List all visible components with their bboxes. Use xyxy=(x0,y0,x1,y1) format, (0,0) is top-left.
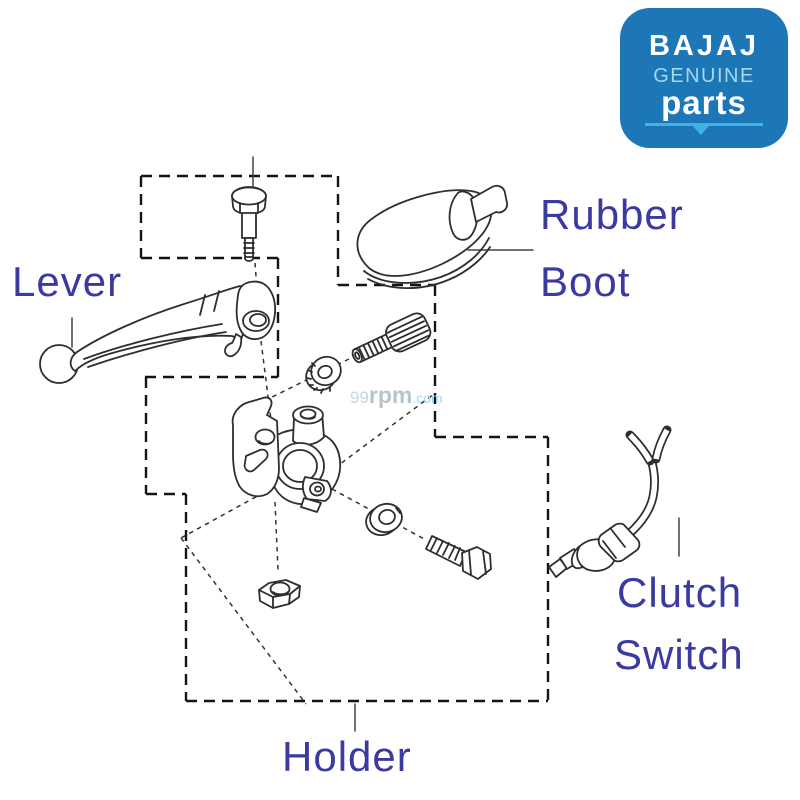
label-lever: Lever xyxy=(12,258,123,305)
badge-brand-text: BAJAJ xyxy=(648,30,760,62)
bajaj-genuine-parts-badge: BAJAJ GENUINE parts xyxy=(620,8,788,148)
spring-washer-part xyxy=(365,502,403,537)
badge-parts-text: parts xyxy=(661,84,747,121)
nut-part xyxy=(258,579,301,609)
lock-nut-part xyxy=(305,355,342,394)
dashed-outline xyxy=(139,174,550,703)
label-leader-lines xyxy=(71,156,680,732)
lever-part xyxy=(39,280,277,384)
underline-arrow-icon xyxy=(645,122,763,135)
label-rubber-boot-line2: Boot xyxy=(540,258,631,305)
label-clutch-switch-line2: Switch xyxy=(614,631,744,678)
label-holder: Holder xyxy=(282,733,412,780)
clutch-switch-part xyxy=(548,425,672,578)
pivot-bolt-part xyxy=(231,186,267,262)
watermark: 99rpm.com xyxy=(350,382,443,409)
badge-genuine-text: GENUINE xyxy=(653,65,755,87)
holder-part xyxy=(231,396,342,513)
label-clutch-switch-line1: Clutch xyxy=(617,569,743,616)
rubber-boot-part xyxy=(356,184,508,290)
watermark-num: 99 xyxy=(350,388,369,407)
bolt-part xyxy=(425,535,492,580)
cable-adjuster-part xyxy=(351,312,432,364)
watermark-name: rpm xyxy=(368,382,413,408)
label-rubber-boot-line1: Rubber xyxy=(540,191,684,238)
watermark-tld: .com xyxy=(412,390,443,406)
